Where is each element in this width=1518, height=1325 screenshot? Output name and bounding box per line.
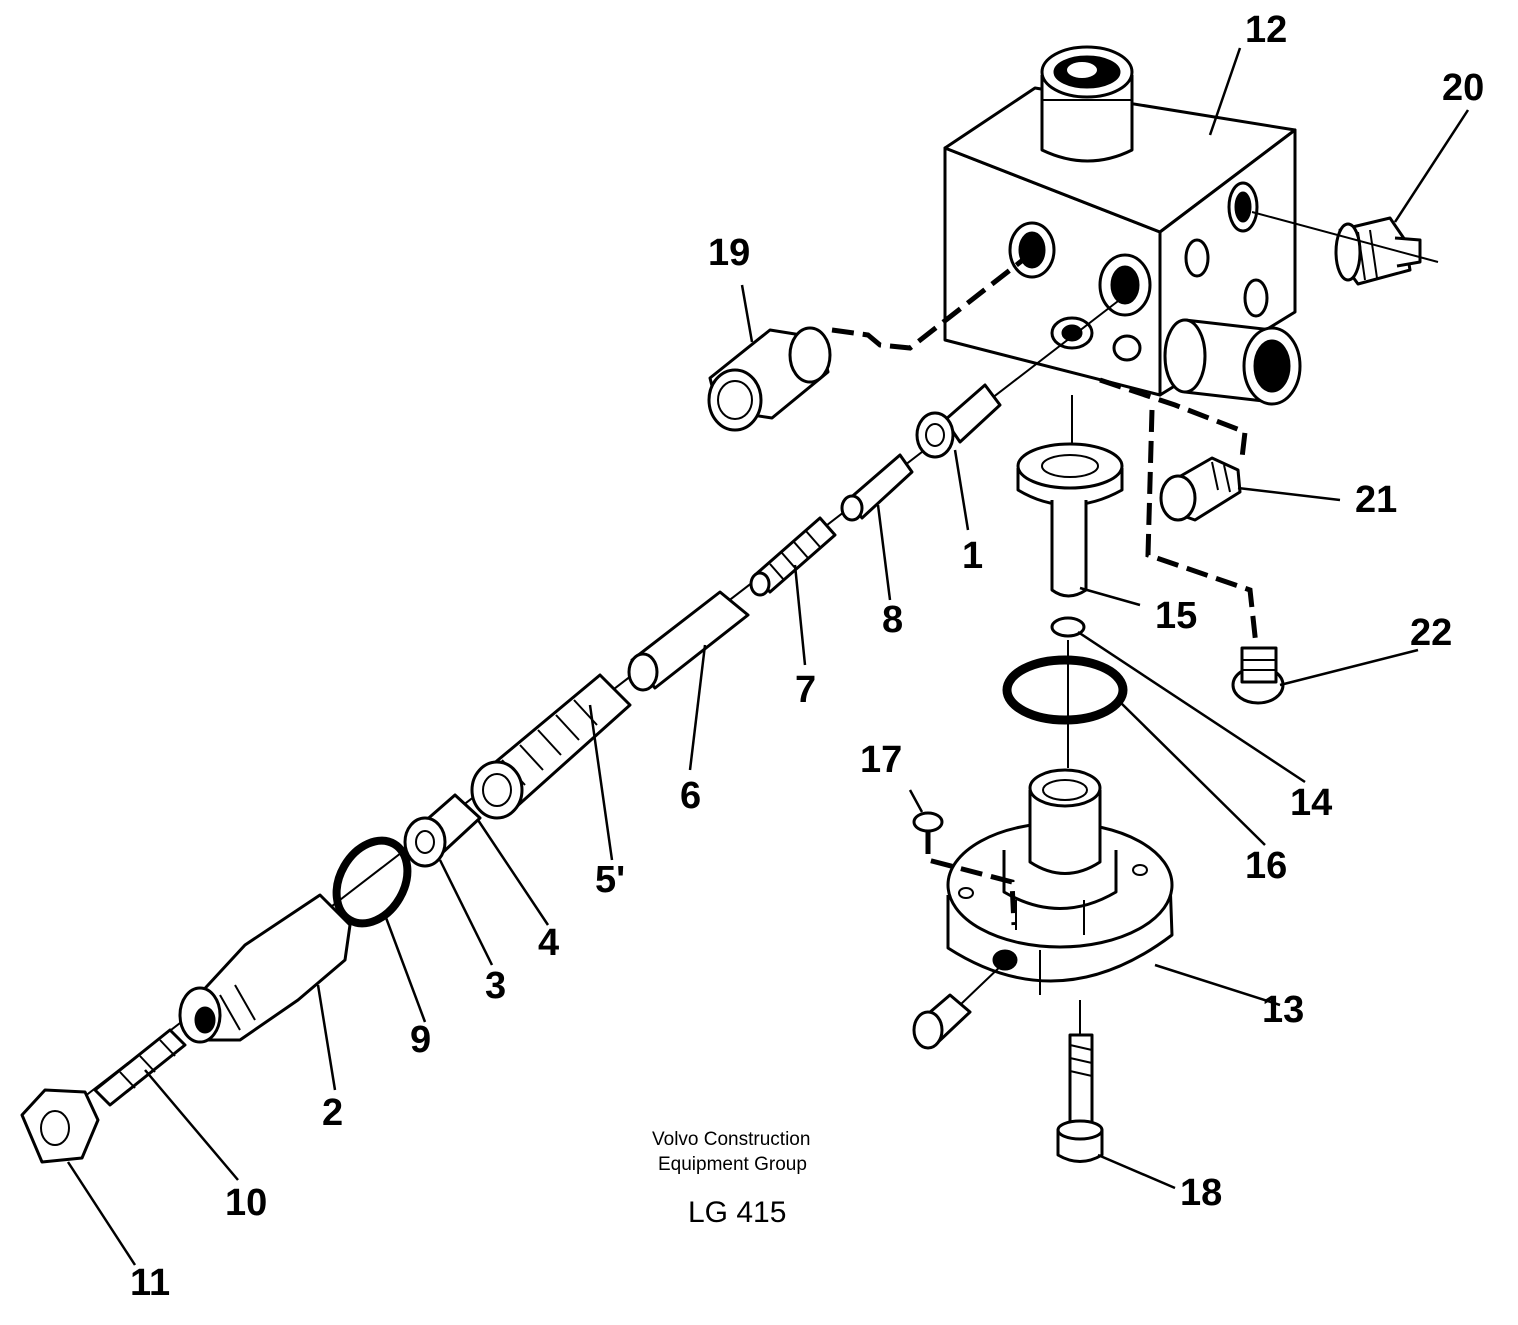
callout-5: 5' (595, 859, 625, 901)
part-15-spool (1016, 395, 1124, 598)
part-22-plug (1145, 409, 1285, 705)
part-11-lock-nut (20, 1088, 100, 1164)
flange-screw (912, 961, 1006, 1050)
part-21-fitting (1099, 377, 1248, 522)
callout-4: 4 (538, 922, 559, 964)
part-3-4-poppet (403, 793, 482, 868)
callout-18: 18 (1180, 1172, 1222, 1214)
company-name-line2: Equipment Group (658, 1154, 807, 1175)
part-9-o-ring (332, 836, 412, 928)
part-18-screw (1056, 1000, 1104, 1163)
part-13-flange (946, 768, 1174, 995)
callout-6: 6 (680, 775, 701, 817)
leader-lines (66, 47, 1470, 1266)
part-5-spring (470, 673, 632, 820)
footer: Volvo Construction Equipment Group LG 41… (652, 1129, 810, 1229)
callout-16: 16 (1245, 845, 1287, 887)
part-17-o-ring (912, 811, 1017, 926)
callout-11: 11 (130, 1262, 170, 1304)
part-1-sleeve (915, 383, 1002, 459)
callout-labels: 12 20 19 21 1 8 15 22 7 6 17 14 16 5' 4 … (130, 9, 1484, 1304)
callout-2: 2 (322, 1092, 343, 1134)
part-2-body (178, 893, 352, 1044)
part-7-spring (749, 516, 837, 597)
callout-12: 12 (1245, 9, 1287, 51)
callout-10: 10 (225, 1182, 267, 1224)
callout-14: 14 (1290, 782, 1332, 824)
part-8-pin (840, 453, 914, 522)
company-name-line1: Volvo Construction (652, 1129, 810, 1150)
part-12-valve-housing (943, 45, 1302, 406)
callout-8: 8 (882, 599, 903, 641)
callout-22: 22 (1410, 612, 1452, 654)
callout-15: 15 (1155, 595, 1197, 637)
part-20-plug (1251, 211, 1439, 286)
drawing-number: LG 415 (688, 1196, 786, 1229)
callout-3: 3 (485, 965, 506, 1007)
callout-20: 20 (1442, 67, 1484, 109)
callout-9: 9 (410, 1019, 431, 1061)
callout-21: 21 (1355, 479, 1397, 521)
callout-19: 19 (708, 232, 750, 274)
part-19-fitting (707, 254, 1030, 432)
callout-7: 7 (795, 669, 816, 711)
part-16-o-ring (1002, 640, 1128, 768)
part-10-set-screw (93, 1028, 187, 1107)
callout-13: 13 (1262, 989, 1304, 1031)
part-14-o-ring (1050, 616, 1086, 638)
callout-17: 17 (860, 739, 902, 781)
callout-1: 1 (962, 535, 983, 577)
part-6-plunger (627, 590, 750, 692)
